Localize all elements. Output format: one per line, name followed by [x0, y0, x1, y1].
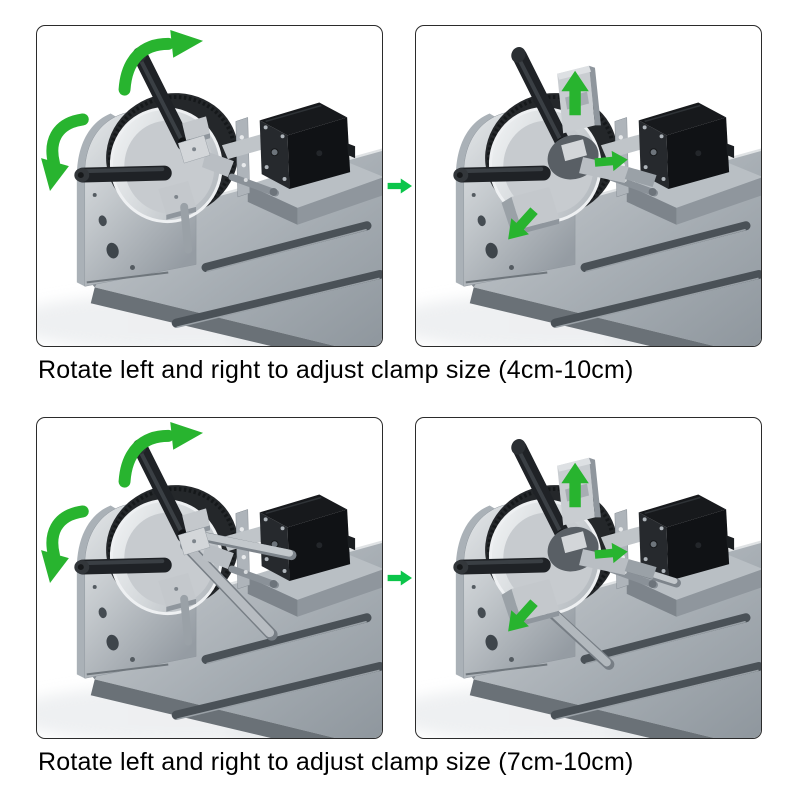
instruction-row-2 [36, 417, 769, 739]
panel-row2-after [415, 417, 762, 739]
rotary-machine-illustration [37, 418, 382, 738]
panel-row1-before [36, 25, 383, 347]
caption-clamp-7-10cm: Rotate left and right to adjust clamp si… [38, 748, 634, 776]
panel-row2-before [36, 417, 383, 739]
step-connector-1 [383, 175, 415, 197]
next-step-arrow-icon [387, 178, 412, 194]
rotary-machine-illustration [416, 418, 761, 738]
rotary-machine [37, 45, 382, 346]
panel-row1-after [415, 25, 762, 347]
instruction-row-1 [36, 25, 769, 347]
next-step-arrow-icon [387, 570, 412, 586]
caption-clamp-4-10cm: Rotate left and right to adjust clamp si… [38, 356, 634, 384]
rotary-machine [37, 437, 382, 738]
step-connector-2 [383, 567, 415, 589]
rotary-machine-illustration [37, 26, 382, 346]
rotary-machine-illustration [416, 26, 761, 346]
